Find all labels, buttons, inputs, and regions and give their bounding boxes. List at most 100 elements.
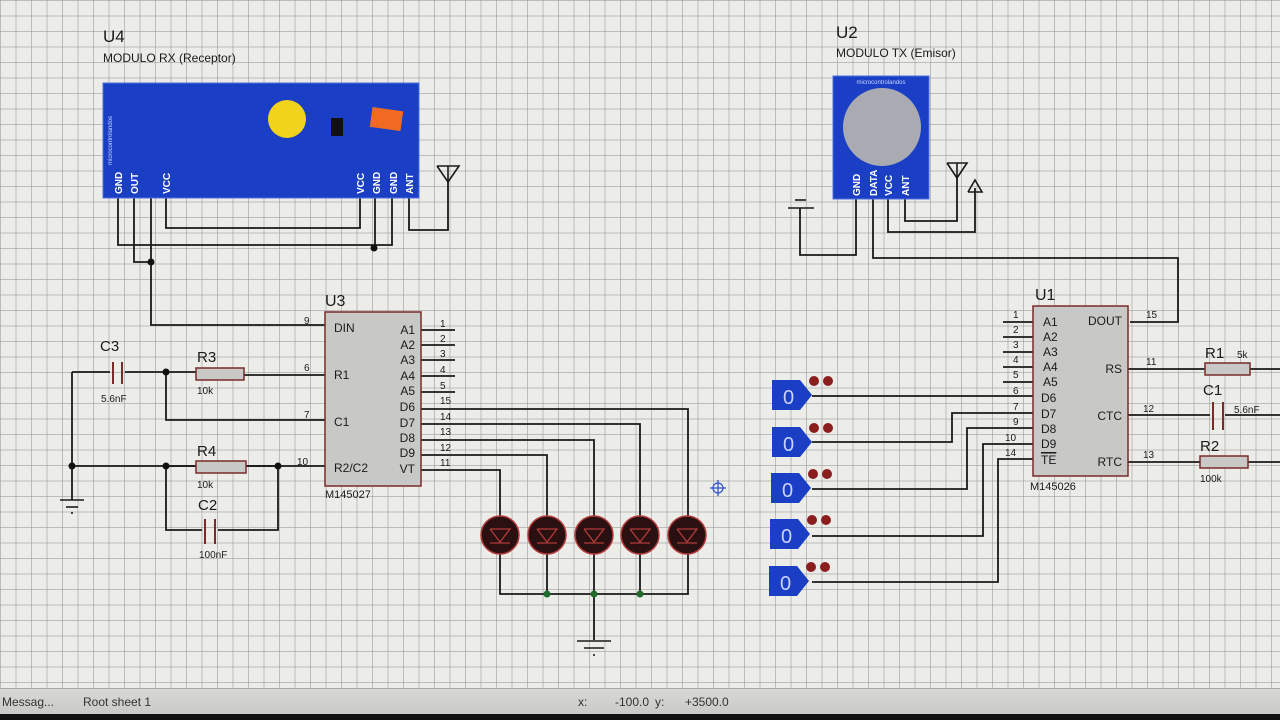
logic-state-value: 0 [783, 387, 794, 409]
r2-body [1199, 455, 1249, 469]
c1-capacitor[interactable]: C1 5.6nF [1203, 382, 1260, 430]
u3-pin-c1: C1 [334, 415, 350, 429]
u4-pin-vcc2: VCC [356, 173, 367, 194]
u1-pin-ctc: CTC [1097, 409, 1122, 423]
led[interactable] [620, 515, 660, 555]
u1-pin-a2: A2 [1043, 330, 1058, 344]
u3-pinnum: 5 [440, 381, 446, 392]
u1-body [1032, 305, 1129, 477]
u3-pinnum: 4 [440, 365, 446, 376]
u1-pin-rs: RS [1105, 362, 1122, 376]
power-terminal-icon [967, 178, 984, 193]
u3-pinnum: 2 [440, 334, 446, 345]
u3-pinnum-6: 6 [304, 363, 310, 374]
c3-value: 5.6nF [101, 394, 127, 405]
u1-encoder-ic[interactable]: U1 M145026 A1 A2 A3 A4 A5 D6 D7 D8 D9 TE… [1005, 287, 1158, 493]
u1-pinnum: 9 [1013, 417, 1019, 428]
u1-pin-d9: D9 [1041, 437, 1057, 451]
led-junctions [543, 590, 644, 598]
antenna-icon [946, 162, 969, 180]
logic-state-toggle[interactable]: 0 [771, 469, 832, 503]
u3-decoder-ic[interactable]: U3 M145027 DIN R1 C1 R2/C2 9 6 7 10 A1 A… [297, 293, 452, 501]
c1-value: 5.6nF [1234, 405, 1260, 416]
u4-body [102, 82, 420, 199]
u1-pin-d6: D6 [1041, 391, 1057, 405]
logic-state-toggle[interactable]: 0 [769, 562, 830, 596]
sheet-selector[interactable]: Root sheet 1 [83, 695, 152, 709]
u4-pin-gnd2: GND [372, 172, 383, 194]
u3-pin-a5: A5 [400, 384, 415, 398]
wires [71, 178, 1280, 640]
u2-tx-module[interactable]: U2 MODULO TX (Emisor) microcontrolandos … [832, 23, 956, 200]
u1-pinnum: 11 [1146, 357, 1157, 368]
r1-ref: R1 [1205, 345, 1224, 362]
r3-value: 10k [197, 386, 214, 397]
u3-pinnum-7: 7 [304, 410, 310, 421]
logic-state-value: 0 [781, 526, 792, 548]
u1-pinnum: 3 [1013, 340, 1019, 351]
led[interactable] [527, 515, 567, 555]
led-array [480, 515, 707, 555]
u3-pinnum-9: 9 [304, 316, 310, 327]
u4-pin-ant: ANT [405, 173, 416, 194]
u3-pin-r2c2: R2/C2 [334, 461, 368, 475]
c3-capacitor[interactable]: C3 5.6nF [100, 338, 127, 405]
junctions [68, 244, 378, 470]
ground-icon [60, 499, 84, 514]
u1-pinnum: 13 [1143, 450, 1155, 461]
r1-resistor[interactable]: R1 5k [1204, 345, 1251, 376]
u3-pinnum: 15 [440, 396, 452, 407]
x-coord-value: -100.0 [615, 695, 650, 709]
schematic[interactable]: U4 MODULO RX (Receptor) microcontrolando… [0, 0, 1280, 688]
u1-pin-d7: D7 [1041, 407, 1057, 421]
u2-pin-ant: ANT [901, 175, 912, 196]
crosshair-cursor-icon [710, 480, 726, 496]
led[interactable] [480, 515, 520, 555]
u3-pin-r1: R1 [334, 368, 350, 382]
r2-resistor[interactable]: R2 100k [1199, 438, 1249, 485]
u4-rx-module[interactable]: U4 MODULO RX (Receptor) microcontrolando… [102, 27, 420, 199]
u3-pin-a1: A1 [400, 323, 415, 337]
led[interactable] [574, 515, 614, 555]
u4-pin-vcc: VCC [162, 173, 173, 194]
u1-pin-dout: DOUT [1088, 314, 1123, 328]
u1-pinnum: 5 [1013, 370, 1019, 381]
u3-pinnum: 14 [440, 412, 452, 423]
u3-part: M145027 [325, 489, 371, 501]
u4-pin-gnd: GND [114, 172, 125, 194]
r3-body [195, 367, 245, 381]
u3-pinnum: 1 [440, 319, 446, 330]
logic-state-value: 0 [782, 480, 793, 502]
logic-state-toggle[interactable]: 0 [770, 515, 831, 549]
c2-capacitor[interactable]: C2 100nF [198, 497, 227, 561]
u4-coil [369, 107, 404, 132]
u3-pinnum: 12 [440, 443, 452, 454]
led[interactable] [667, 515, 707, 555]
antenna-icon [436, 165, 461, 184]
u4-name: MODULO RX (Receptor) [103, 51, 236, 65]
u1-pinnum: 2 [1013, 325, 1019, 336]
r4-resistor[interactable]: R4 10k [195, 443, 247, 491]
u3-pinnum: 11 [440, 458, 451, 469]
messages-button[interactable]: Messag... [2, 695, 55, 709]
u3-body [324, 311, 422, 487]
u4-vendor: microcontrolandos [108, 116, 114, 165]
logic-state-list: 0 0 0 0 0 [769, 376, 833, 596]
logic-state-toggle[interactable]: 0 [772, 423, 833, 457]
u1-pin-te: TE [1041, 453, 1056, 467]
u2-pin-vcc: VCC [884, 175, 895, 196]
y-coord-label: y: [655, 695, 665, 709]
u1-pin-d8: D8 [1041, 422, 1057, 436]
u3-pin-d8: D8 [400, 431, 416, 445]
u1-pinnum: 14 [1005, 448, 1017, 459]
ground-icon [788, 199, 814, 209]
r3-resistor[interactable]: R3 10k [195, 349, 245, 397]
u3-pin-d7: D7 [400, 416, 416, 430]
logic-state-toggle[interactable]: 0 [772, 376, 833, 410]
r1-body [1204, 362, 1251, 376]
u3-pinnum: 13 [440, 427, 452, 438]
u1-pin-a1: A1 [1043, 315, 1058, 329]
u3-pin-a4: A4 [400, 369, 415, 383]
u1-pinnum: 12 [1143, 404, 1155, 415]
u1-pin-rtc: RTC [1098, 455, 1123, 469]
